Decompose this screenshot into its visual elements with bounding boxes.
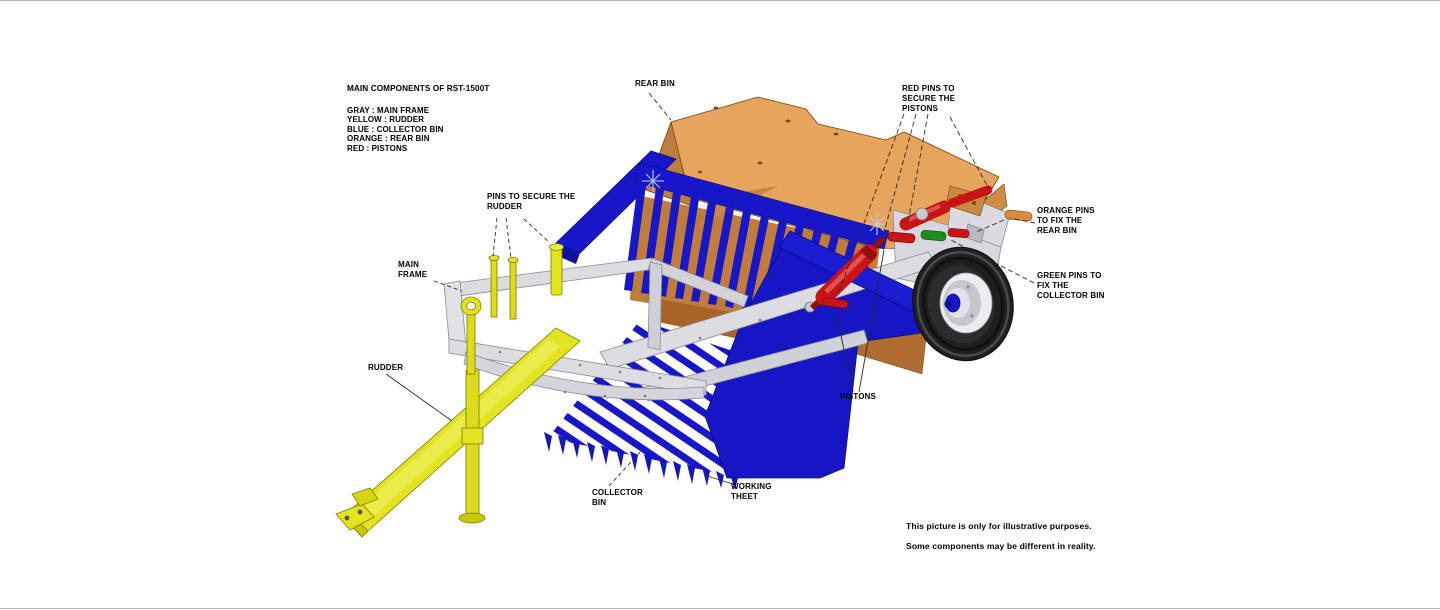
red-pin xyxy=(887,231,916,244)
label-red-pins: RED PINS TO SECURE THE PISTONS xyxy=(902,84,956,113)
leader-lines xyxy=(385,92,1036,487)
rudder-shape xyxy=(335,296,581,538)
color-legend: GRAY : MAIN FRAME YELLOW : RUDDER BLUE :… xyxy=(347,106,444,153)
diagram-title: MAIN COMPONENTS OF RST-1500T xyxy=(347,84,490,93)
pistons-shape xyxy=(804,185,993,313)
label-rudder: RUDDER xyxy=(368,363,404,372)
rudder-pins-shape xyxy=(488,243,564,320)
legend-line-orange: ORANGE : REAR BIN xyxy=(347,134,430,144)
page-bottom-border xyxy=(0,608,1440,609)
footnote-components: Some components may be different in real… xyxy=(906,541,1096,551)
legend-line-yellow: YELLOW : RUDDER xyxy=(347,115,425,125)
label-rear-bin: REAR BIN xyxy=(635,79,675,88)
label-collector-bin: COLLECTOR BIN xyxy=(592,488,643,507)
red-pin xyxy=(947,228,970,239)
label-pistons: PISTONS xyxy=(840,392,877,401)
legend-line-blue: BLUE : COLLECTOR BIN xyxy=(347,124,444,134)
fastener-star-icons xyxy=(642,170,888,235)
star-icon xyxy=(642,170,664,192)
legend-line-red: RED : PISTONS xyxy=(347,143,408,153)
label-green-pins: GREEN PINS TO FIX THE COLLECTOR BIN xyxy=(1037,271,1105,300)
fixing-pins-shape xyxy=(822,209,1033,309)
red-pin xyxy=(822,297,849,309)
page-top-border xyxy=(0,0,1440,1)
label-working-teeth: WORKING THEET xyxy=(731,482,772,501)
star-icon xyxy=(866,213,888,235)
title-block: MAIN COMPONENTS OF RST-1500T xyxy=(347,84,489,93)
green-pin xyxy=(920,229,947,242)
label-main-frame: MAIN FRAME xyxy=(398,260,428,279)
label-orange-pins: ORANGE PINS TO FIX THE REAR BIN xyxy=(1037,206,1095,235)
legend-line-gray: GRAY : MAIN FRAME xyxy=(347,106,430,115)
footnote-illustrative: This picture is only for illustrative pu… xyxy=(906,521,1092,531)
label-rudder-pins: PINS TO SECURE THE RUDDER xyxy=(487,192,576,211)
wheel-shape xyxy=(912,246,1014,362)
